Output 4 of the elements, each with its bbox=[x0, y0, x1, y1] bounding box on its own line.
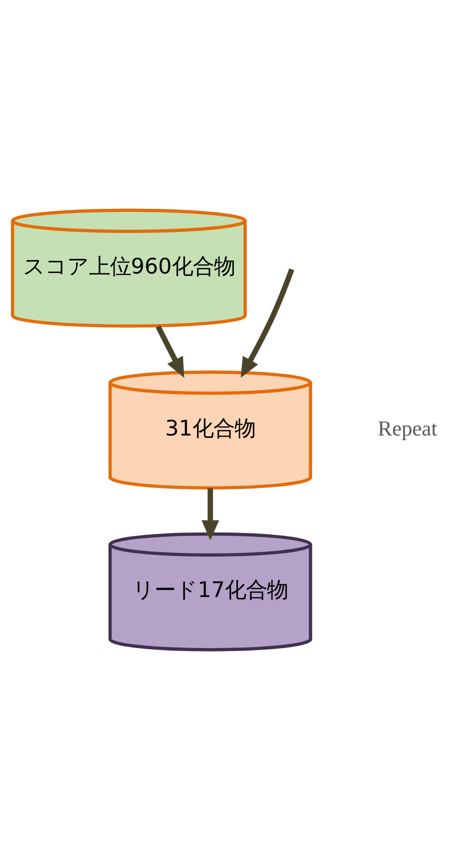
arrow bbox=[156, 325, 184, 378]
arrow bbox=[240, 268, 294, 378]
label: Repeat bbox=[378, 416, 438, 440]
arrow bbox=[202, 488, 220, 540]
